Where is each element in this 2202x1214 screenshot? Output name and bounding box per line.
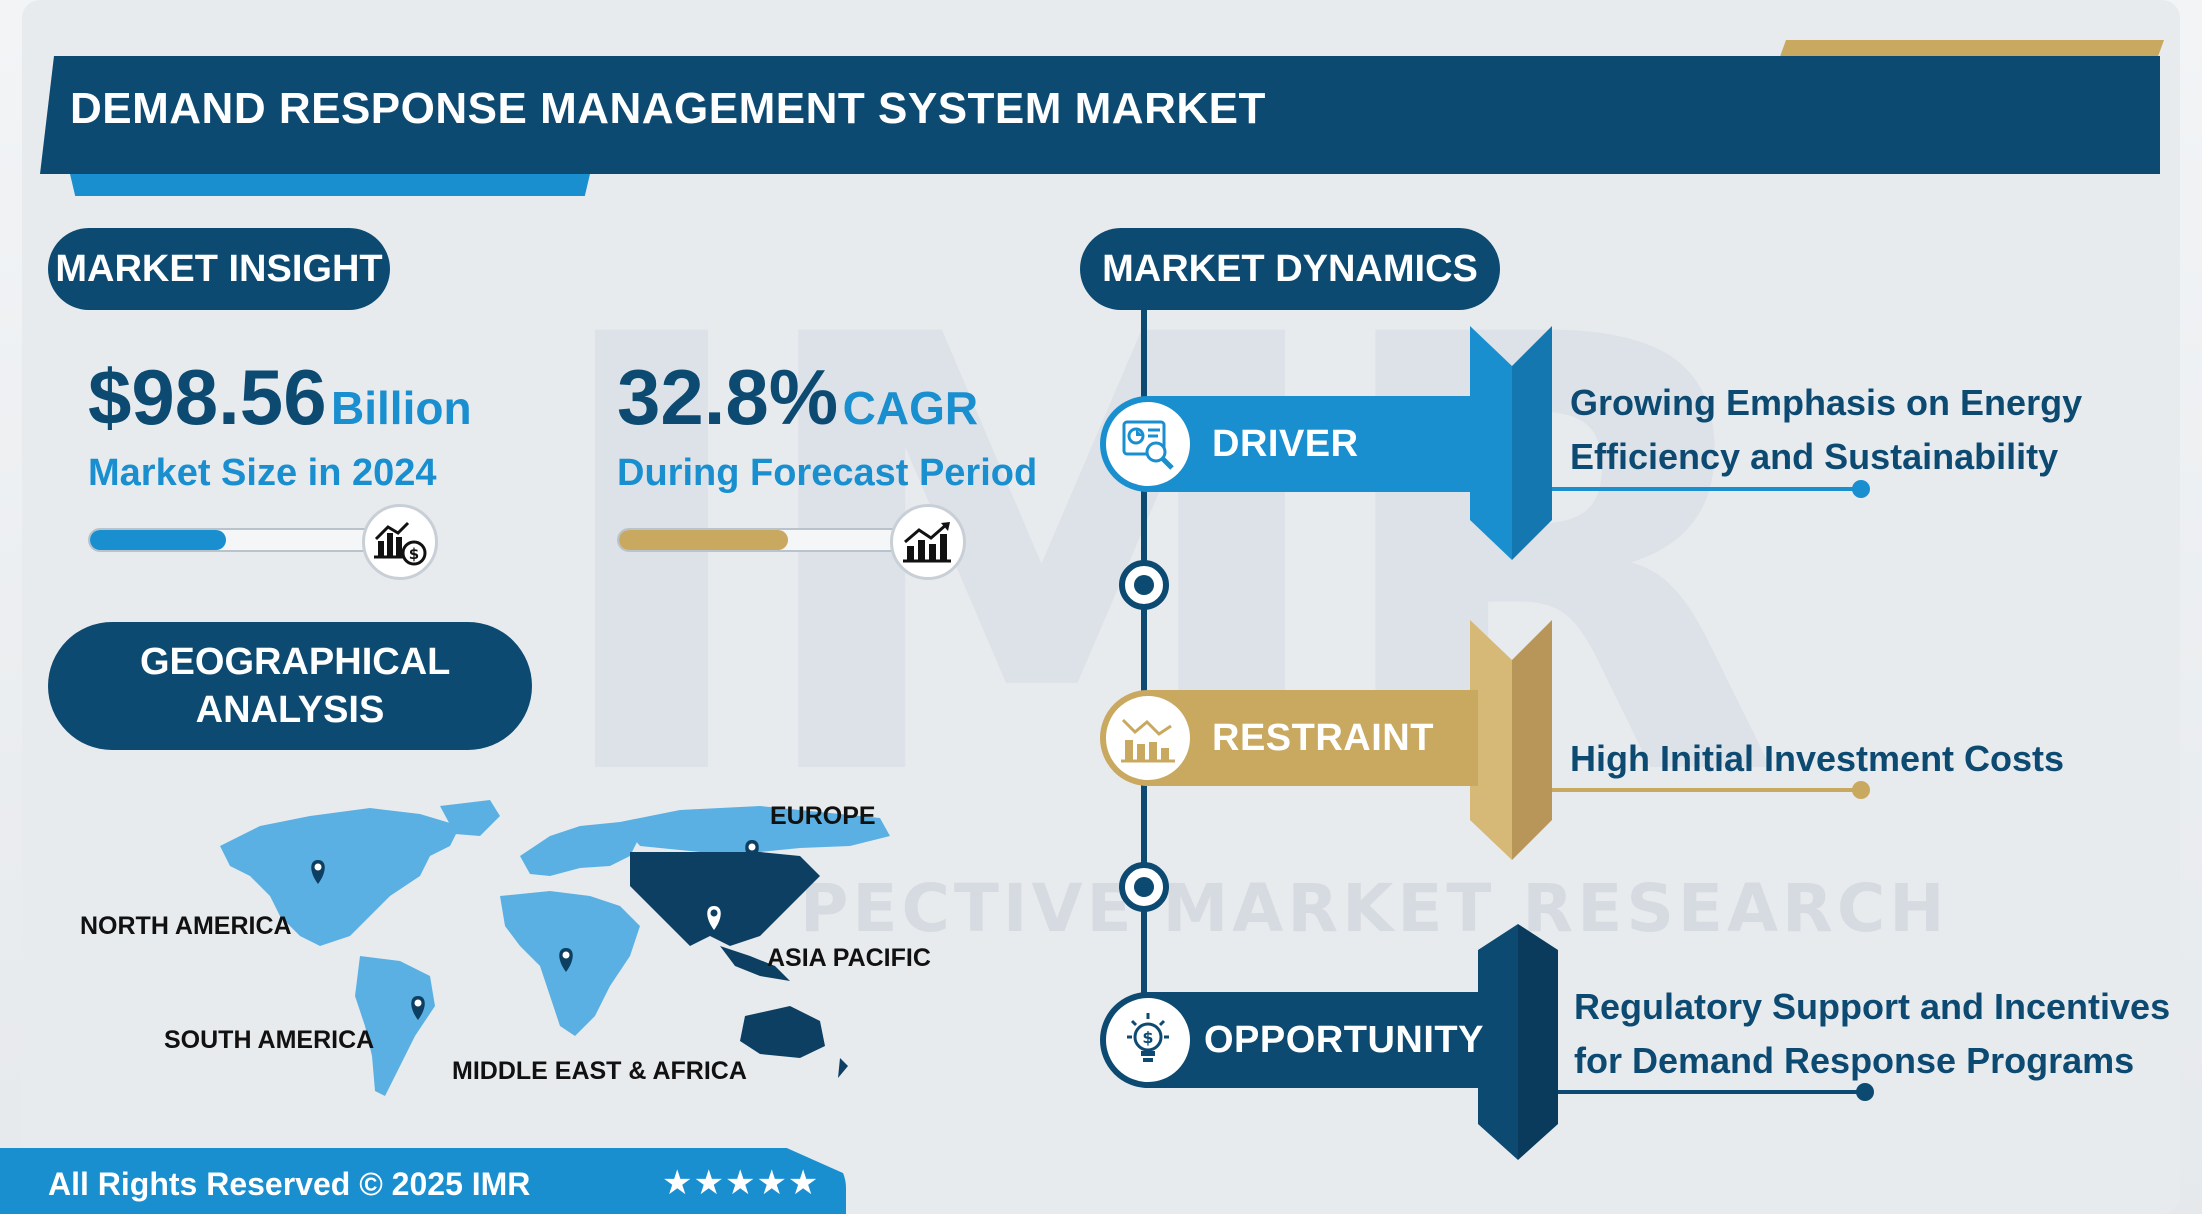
new-zealand-shape bbox=[838, 1058, 848, 1078]
market-size-bar bbox=[88, 528, 388, 552]
cagr-stat: 32.8% CAGR bbox=[617, 352, 978, 443]
watermark-text: PECTIVE MARKET RESEARCH bbox=[800, 870, 1949, 947]
opportunity-description: Regulatory Support and Incentives for De… bbox=[1574, 980, 2170, 1088]
market-size-bar-fill bbox=[90, 530, 227, 550]
analytics-magnifier-icon bbox=[1100, 396, 1196, 492]
rating-stars: ★★★★★ bbox=[662, 1163, 820, 1203]
svg-text:$: $ bbox=[1142, 1028, 1153, 1047]
restraint-underline-dot bbox=[1852, 781, 1870, 799]
restraint-ribbon bbox=[1470, 620, 1552, 860]
opportunity-text-line-2: for Demand Response Programs bbox=[1574, 1040, 2135, 1081]
cagr-unit: CAGR bbox=[842, 382, 979, 434]
title-accent-blue bbox=[70, 174, 590, 196]
growth-chart-icon bbox=[890, 504, 966, 580]
cagr-bar-fill bbox=[619, 530, 788, 550]
svg-text:$: $ bbox=[409, 545, 419, 563]
market-dynamics-pill: MARKET DYNAMICS bbox=[1080, 228, 1500, 310]
geographical-analysis-label: GEOGRAPHICAL ANALYSIS bbox=[140, 641, 451, 731]
north-america-pin bbox=[311, 860, 325, 884]
market-size-label: Market Size in 2024 bbox=[88, 452, 437, 494]
region-label-middle-east-africa: MIDDLE EAST & AFRICA bbox=[452, 1057, 747, 1085]
opportunity-text-line-1: Regulatory Support and Incentives bbox=[1574, 986, 2171, 1027]
market-size-stat: $98.56 Billion bbox=[88, 352, 472, 443]
driver-text-line-1: Growing Emphasis on Energy bbox=[1570, 382, 2083, 423]
driver-text-line-2: Efficiency and Sustainability bbox=[1570, 436, 2059, 477]
south-america-shape bbox=[355, 956, 435, 1096]
cagr-bar bbox=[617, 528, 917, 552]
europe-pin bbox=[745, 840, 759, 864]
opportunity-label: OPPORTUNITY bbox=[1204, 1018, 1484, 1061]
page-title: DEMAND RESPONSE MANAGEMENT SYSTEM MARKET bbox=[70, 84, 1266, 133]
footer-bar bbox=[0, 1148, 846, 1214]
region-label-south-america: SOUTH AMERICA bbox=[164, 1026, 375, 1054]
opportunity-ribbon bbox=[1478, 924, 1558, 1160]
driver-ribbon bbox=[1470, 326, 1552, 560]
timeline-line bbox=[1141, 310, 1147, 1050]
market-size-unit: Billion bbox=[331, 382, 472, 434]
restraint-description: High Initial Investment Costs bbox=[1570, 732, 2064, 786]
asia-pacific-pin bbox=[707, 906, 721, 930]
market-insight-pill: MARKET INSIGHT bbox=[48, 228, 390, 310]
europe-shape bbox=[520, 822, 640, 876]
greenland-shape bbox=[440, 800, 500, 836]
cagr-label: During Forecast Period bbox=[617, 452, 1038, 494]
asia-pacific-shape bbox=[630, 852, 820, 946]
timeline-node bbox=[1119, 560, 1169, 610]
geographical-analysis-pill: GEOGRAPHICAL ANALYSIS bbox=[48, 622, 532, 750]
opportunity-underline bbox=[1558, 1090, 1866, 1094]
north-asia-shape bbox=[620, 806, 890, 852]
restraint-underline bbox=[1552, 788, 1862, 792]
region-label-asia-pacific: ASIA PACIFIC bbox=[767, 944, 931, 972]
footer-copyright: All Rights Reserved © 2025 IMR bbox=[48, 1166, 531, 1202]
opportunity-underline-dot bbox=[1856, 1083, 1874, 1101]
southeast-asia-shape bbox=[720, 946, 790, 981]
declining-chart-icon bbox=[1100, 690, 1196, 786]
timeline-node bbox=[1119, 862, 1169, 912]
restraint-text-line-1: High Initial Investment Costs bbox=[1570, 738, 2065, 779]
australia-shape bbox=[740, 1006, 825, 1058]
opportunity-bar: OPPORTUNITY bbox=[1148, 992, 1488, 1088]
driver-description: Growing Emphasis on Energy Efficiency an… bbox=[1570, 376, 2082, 484]
middle-east-africa-pin bbox=[559, 948, 573, 972]
region-label-europe: EUROPE bbox=[770, 802, 876, 830]
driver-label: DRIVER bbox=[1212, 422, 1359, 465]
market-size-value: $98.56 bbox=[88, 353, 327, 441]
south-america-pin bbox=[411, 996, 425, 1020]
region-label-north-america: NORTH AMERICA bbox=[80, 912, 292, 940]
lightbulb-dollar-icon: $ bbox=[1100, 992, 1196, 1088]
chart-dollar-icon: $ bbox=[362, 504, 438, 580]
north-america-shape bbox=[220, 808, 460, 946]
world-map bbox=[220, 800, 890, 1096]
driver-underline-dot bbox=[1852, 480, 1870, 498]
driver-bar: DRIVER bbox=[1148, 396, 1478, 492]
restraint-label: RESTRAINT bbox=[1212, 716, 1434, 759]
title-bar bbox=[40, 56, 2160, 174]
cagr-value: 32.8% bbox=[617, 353, 839, 441]
restraint-bar: RESTRAINT bbox=[1148, 690, 1478, 786]
driver-underline bbox=[1552, 487, 1862, 491]
